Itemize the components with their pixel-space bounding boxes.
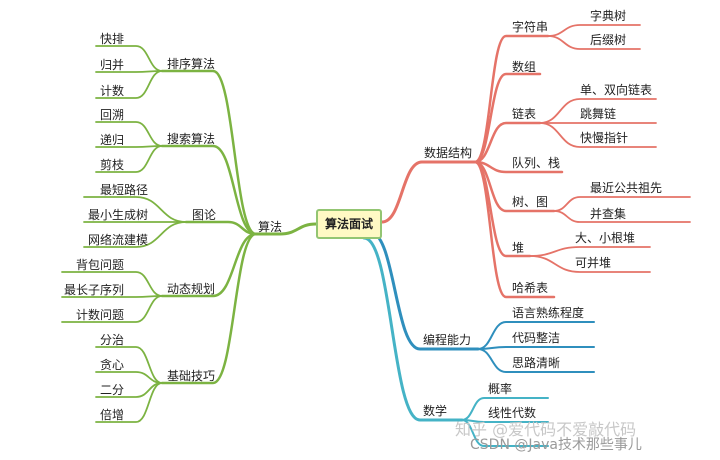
connector-root-math	[362, 236, 464, 422]
connector-prog-1	[477, 346, 595, 350]
leaf-mst: 最小生成树	[88, 208, 149, 222]
leaf-binary-search: 二分	[100, 383, 125, 397]
leaf-countsort: 计数	[100, 84, 125, 98]
connector-root-data-structures	[380, 160, 477, 224]
leaf-linear-algebra: 线性代数	[488, 406, 537, 420]
connector-leaf-4-3	[95, 382, 163, 423]
branch-algorithm: 算法	[258, 220, 283, 234]
leaf-doubling: 倍增	[100, 408, 125, 422]
leaf-clean-code: 代码整洁	[512, 331, 561, 345]
connector-leaf-3-2	[61, 295, 163, 323]
connector-ds-leaf-2-1	[553, 210, 691, 223]
node-heap: 堆	[512, 241, 525, 255]
branch-data-structures: 数据结构	[424, 146, 473, 160]
leaf-network-flow: 网络流建模	[88, 233, 149, 247]
leaf-union-find: 并查集	[590, 207, 627, 221]
leaf-quicksort: 快排	[100, 32, 125, 46]
root-node: 算法面试	[316, 209, 382, 239]
leaf-counting-problem: 计数问题	[76, 308, 125, 322]
connector-ds-2	[473, 121, 542, 164]
leaf-divide-conquer: 分治	[100, 333, 125, 347]
branch-programming: 编程能力	[423, 333, 472, 347]
node-linked-list: 链表	[512, 107, 537, 121]
leaf-lis: 最长子序列	[64, 283, 125, 297]
connector-group-4	[160, 232, 258, 385]
connector-ds-leaf-3-1	[529, 255, 651, 273]
group-basics: 基础技巧	[167, 369, 216, 383]
connector-ds-6	[473, 160, 556, 299]
leaf-clear-thinking: 思路清晰	[512, 356, 561, 370]
connector-ds-leaf-3-0	[529, 246, 651, 257]
leaf-suffix-tree: 后缀树	[590, 33, 627, 47]
leaf-linked-list-types: 单、双向链表	[580, 83, 653, 97]
connector-ds-leaf-2-0	[553, 196, 691, 212]
node-queue-stack: 队列、栈	[512, 156, 561, 170]
leaf-shortest-path: 最短路径	[100, 183, 149, 197]
node-hash-table: 哈希表	[512, 281, 549, 295]
connector-leaf-0-0	[95, 45, 163, 72]
watermark-zhihu: 知乎 @爱代码不爱敲代码	[455, 420, 637, 439]
branch-math: 数学	[423, 404, 448, 418]
connector-ds-leaf-1-2	[539, 122, 657, 148]
connector-group-0	[160, 69, 258, 236]
leaf-recursion: 递归	[100, 133, 125, 147]
group-graph: 图论	[192, 208, 217, 222]
leaf-fast-slow-pointer: 快慢指针	[580, 131, 629, 145]
leaf-lca: 最近公共祖先	[590, 181, 663, 195]
group-dp: 动态规划	[167, 282, 216, 296]
leaf-dancing-links: 跳舞链	[580, 107, 617, 121]
node-tree-graph: 树、图	[512, 195, 549, 209]
connector-root-algorithm	[254, 222, 318, 236]
leaf-greedy: 贪心	[100, 358, 125, 372]
leaf-big-small-heap: 大、小根堆	[575, 231, 636, 245]
node-string: 字符串	[512, 20, 549, 34]
leaf-backtracking: 回溯	[100, 108, 125, 122]
connector-ds-leaf-0-1	[547, 35, 641, 50]
leaf-language-proficiency: 语言熟练程度	[512, 306, 585, 320]
connector-group-3	[160, 232, 258, 298]
leaf-probability: 概率	[488, 382, 513, 396]
connector-ds-1	[473, 72, 542, 164]
leaf-trie: 字典树	[590, 9, 627, 23]
connector-math-2	[461, 419, 549, 447]
connector-group-1	[160, 144, 258, 236]
watermark-csdn: CSDN @Java技术那些事儿	[470, 437, 642, 453]
group-search: 搜索算法	[167, 132, 216, 146]
group-sorting: 排序算法	[167, 57, 216, 71]
node-array: 数组	[512, 60, 537, 74]
leaf-mergesort: 归并	[100, 58, 125, 72]
connector-leaf-2-2	[83, 221, 187, 248]
connector-prog-2	[477, 348, 595, 373]
leaf-pruning: 剪枝	[100, 158, 125, 172]
leaf-knapsack: 背包问题	[76, 258, 125, 272]
connector-leaf-0-2	[95, 70, 163, 99]
leaf-mergeable-heap: 可并堆	[575, 256, 612, 270]
connector-leaf-1-2	[95, 145, 163, 173]
